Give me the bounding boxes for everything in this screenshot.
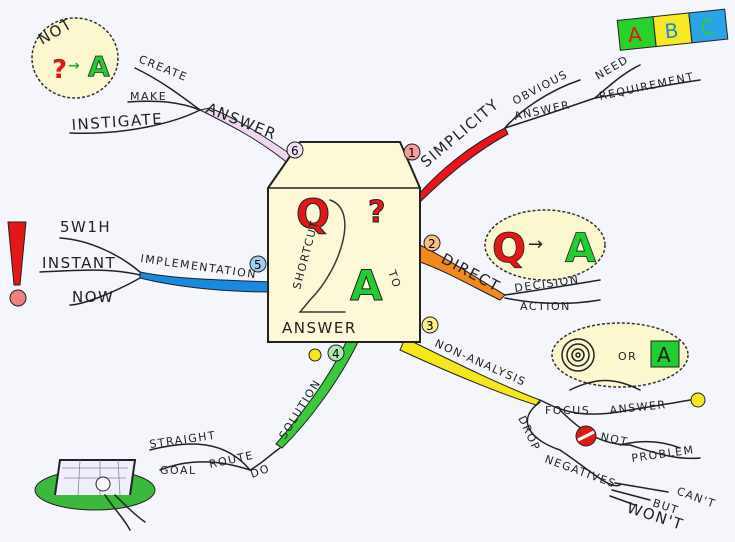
sub-problem: PROBLEM <box>631 443 696 465</box>
sub-create: CREATE <box>137 53 190 84</box>
svg-text:A: A <box>565 226 596 272</box>
svg-text:A: A <box>88 50 110 83</box>
sub-cant: CAN'T <box>675 485 718 511</box>
sub-instigate: INSTIGATE <box>71 110 164 134</box>
center-answer: ANSWER <box>282 319 357 337</box>
sub-focus: FOCUS <box>545 404 590 417</box>
svg-text:!: ! <box>0 0 1 1</box>
not-question-to-answer-cloud: NOT ? → A <box>31 15 119 99</box>
branch-number-4: 4 <box>332 347 340 361</box>
branch-number-5: 5 <box>254 258 262 272</box>
sub-instant: INSTANT <box>42 254 116 272</box>
abc-blocks: A B C <box>616 8 729 51</box>
svg-text:OR: OR <box>618 350 637 363</box>
sub-make: MAKE <box>130 90 167 103</box>
central-image: Q ? A SHORTCUT TO ANSWER <box>267 141 421 343</box>
svg-text:Q: Q <box>492 226 526 272</box>
branch-number-2: 2 <box>428 237 436 251</box>
sub-straight: STRAIGHT <box>149 429 217 451</box>
svg-text:B: B <box>663 18 679 43</box>
sub-5w1h: 5W1H <box>60 218 111 236</box>
svg-text:?: ? <box>52 55 67 85</box>
svg-text:C: C <box>699 14 715 39</box>
sub-answer-3: ANSWER <box>609 398 667 417</box>
branch-non-analysis <box>399 337 541 406</box>
branch-number-1: 1 <box>408 146 416 160</box>
spiral-or-answer-cloud: OR A <box>551 322 689 388</box>
center-a: A <box>350 261 383 310</box>
label-solution: SOLUTION <box>277 377 324 442</box>
branch-direct <box>419 244 506 301</box>
sub-do: DO <box>249 462 272 481</box>
label-answer: ANSWER <box>204 99 280 144</box>
exclamation-icon: ! <box>0 0 27 307</box>
branch-number-6: 6 <box>291 144 299 158</box>
center-q: Q <box>296 192 330 238</box>
svg-text:A: A <box>657 343 671 367</box>
sub-need: NEED <box>593 53 631 83</box>
star-icon <box>308 348 322 362</box>
svg-text:→: → <box>68 58 80 74</box>
sub-not: NOT <box>599 430 629 449</box>
svg-text:A: A <box>627 22 643 47</box>
center-question: ? <box>368 195 385 230</box>
branch-simplicity <box>417 127 509 203</box>
sub-goal: GOAL <box>160 464 197 477</box>
branch-solution <box>275 337 361 449</box>
sub-drop: DROP <box>515 414 543 453</box>
no-sign-icon <box>575 425 597 447</box>
star-icon <box>690 392 706 408</box>
soccer-goal-image <box>34 459 156 531</box>
sub-action: ACTION <box>520 300 571 313</box>
sub-now: NOW <box>72 288 114 306</box>
sub-negatives: NEGATIVES <box>543 453 618 491</box>
q-to-a-cloud: Q → A <box>484 209 606 281</box>
center-to: TO <box>385 268 404 291</box>
branch-number-3: 3 <box>426 319 434 333</box>
svg-text:→: → <box>528 234 543 255</box>
branch-answer <box>198 107 297 166</box>
